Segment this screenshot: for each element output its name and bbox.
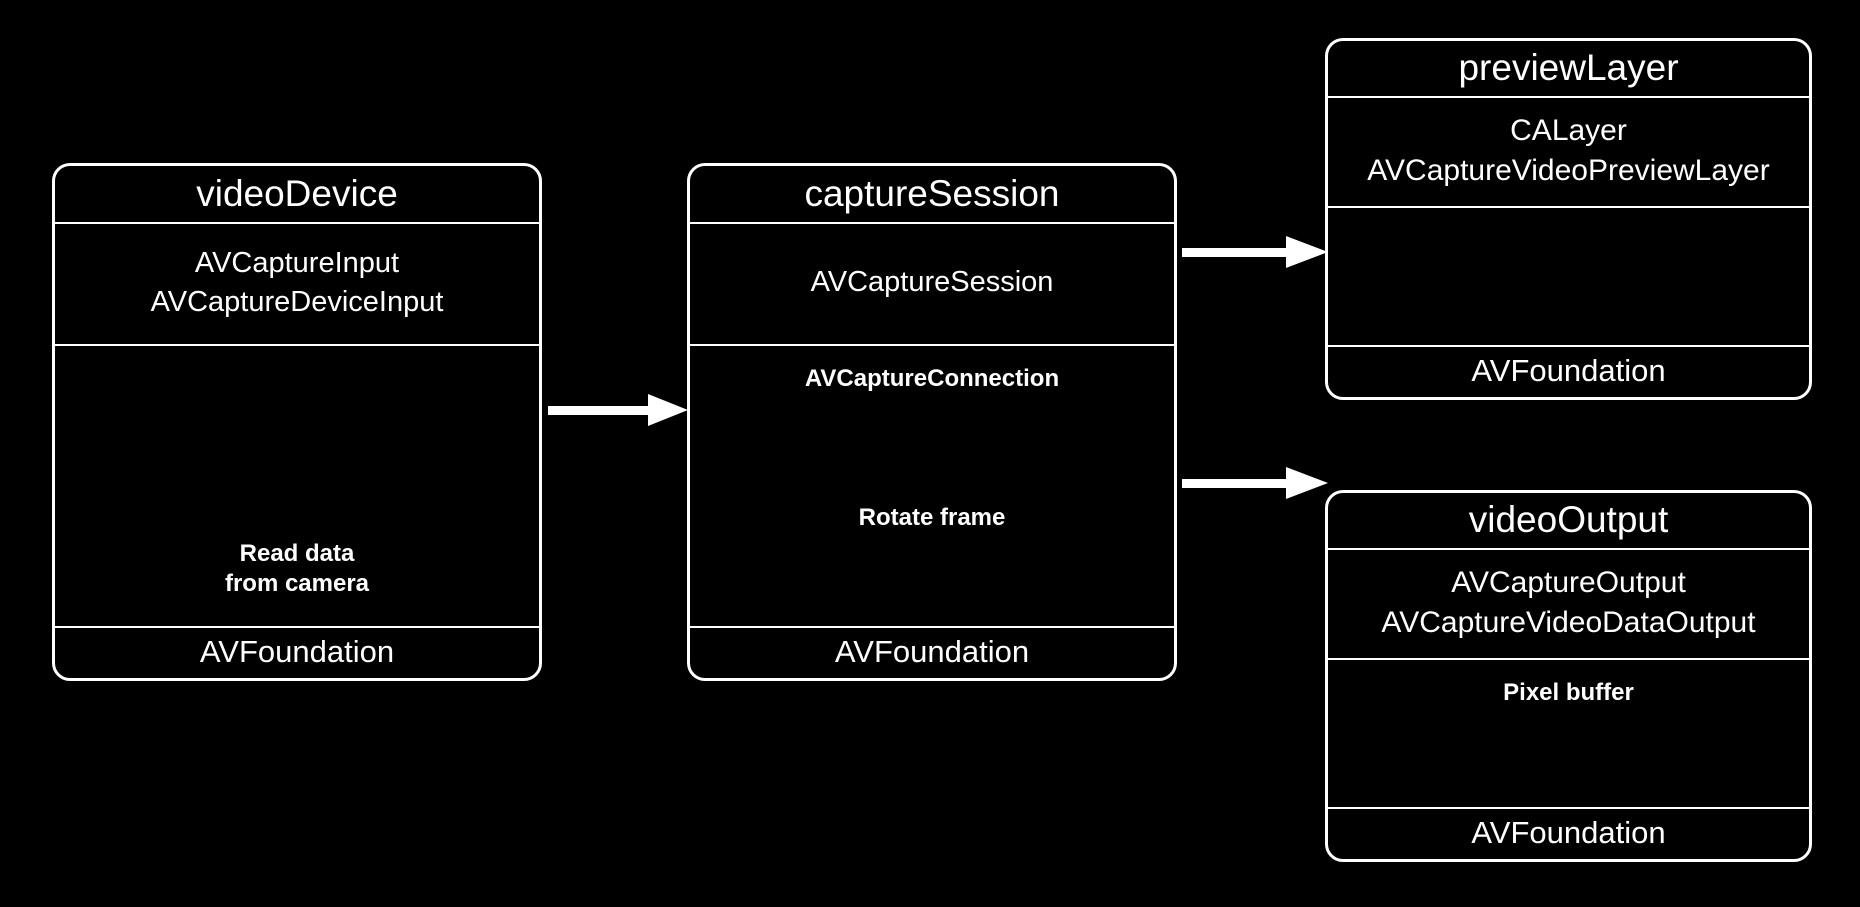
node-type-line: CALayer: [1510, 113, 1627, 147]
node-type-line: AVCaptureInput: [194, 246, 400, 279]
node-title: previewLayer: [1328, 41, 1809, 96]
node-body: AVCaptureConnection Rotate frame: [690, 344, 1174, 626]
node-type-list: AVCaptureInput AVCaptureDeviceInput: [55, 222, 539, 344]
arrow-right-icon-session-to-output: [1182, 467, 1328, 499]
node-type-list: AVCaptureOutput AVCaptureVideoDataOutput: [1328, 548, 1809, 658]
node-title: videoDevice: [55, 166, 539, 222]
node-title-label: videoOutput: [1468, 499, 1669, 541]
arrow-right-icon-device-to-session: [548, 394, 688, 426]
node-framework-label: AVFoundation: [1471, 352, 1666, 388]
node-footer: AVFoundation: [1328, 345, 1809, 397]
node-framework-label: AVFoundation: [199, 633, 395, 669]
node-type-line: AVCaptureVideoDataOutput: [1381, 606, 1756, 639]
node-body-note: Read data from camera: [224, 540, 370, 597]
node-framework-label: AVFoundation: [834, 633, 1030, 669]
node-video-device[interactable]: videoDevice AVCaptureInput AVCaptureDevi…: [52, 163, 542, 681]
node-framework-label: AVFoundation: [1471, 814, 1666, 850]
node-type-line: AVCaptureDeviceInput: [150, 286, 444, 318]
node-title-label: captureSession: [804, 172, 1060, 214]
node-video-output[interactable]: videoOutput AVCaptureOutput AVCaptureVid…: [1325, 490, 1812, 862]
node-type-line: AVCaptureOutput: [1451, 565, 1686, 599]
node-footer: AVFoundation: [1328, 807, 1809, 859]
node-type-list: CALayer AVCaptureVideoPreviewLayer: [1328, 96, 1809, 206]
node-type-line: AVCaptureVideoPreviewLayer: [1367, 154, 1770, 187]
node-body: [1328, 206, 1809, 345]
node-title: videoOutput: [1328, 493, 1809, 548]
node-preview-layer[interactable]: previewLayer CALayer AVCaptureVideoPrevi…: [1325, 38, 1812, 400]
node-type-list: AVCaptureSession: [690, 222, 1174, 344]
node-body-note: Rotate frame: [858, 504, 1006, 532]
node-body-subtype: AVCaptureConnection: [804, 365, 1060, 392]
node-body: Read data from camera: [55, 344, 539, 626]
node-body: Pixel buffer: [1328, 658, 1809, 807]
arrow-right-icon-session-to-preview: [1182, 236, 1328, 268]
node-title: captureSession: [690, 166, 1174, 222]
node-body-note: Pixel buffer: [1503, 679, 1634, 706]
node-title-label: videoDevice: [196, 172, 398, 214]
node-type-line: AVCaptureSession: [810, 266, 1054, 299]
node-capture-session[interactable]: captureSession AVCaptureSession AVCaptur…: [687, 163, 1177, 681]
node-footer: AVFoundation: [690, 626, 1174, 678]
node-footer: AVFoundation: [55, 626, 539, 678]
node-title-label: previewLayer: [1458, 47, 1679, 89]
